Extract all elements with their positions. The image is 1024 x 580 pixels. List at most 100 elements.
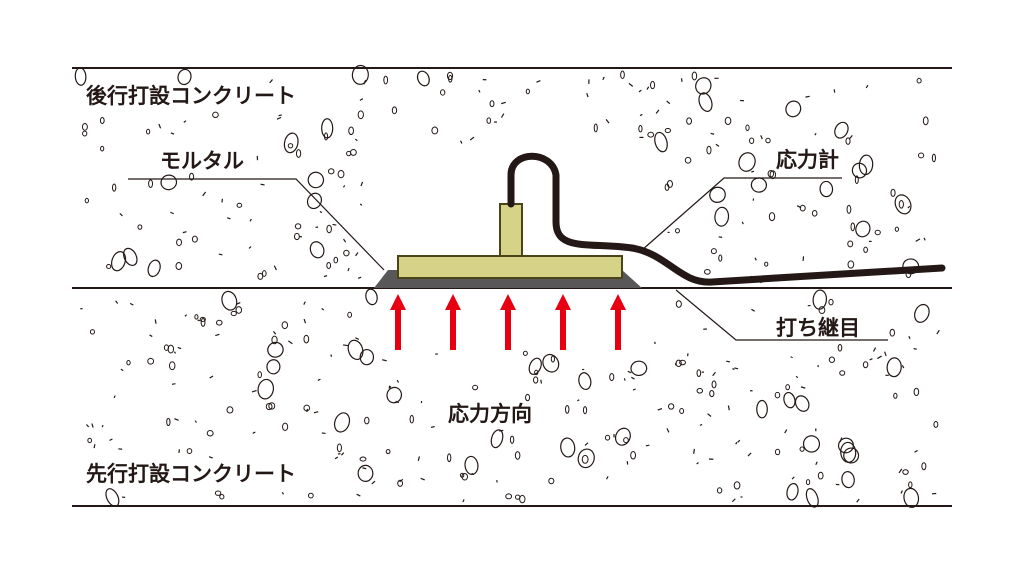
aggregate-pebble — [903, 470, 908, 475]
aggregate-pebble — [838, 345, 842, 352]
aggregate-pebble — [605, 435, 609, 440]
aggregate-pebble — [639, 126, 642, 132]
aggregate-pebble — [725, 117, 731, 124]
stress-arrows — [390, 294, 626, 350]
aggregate-pebble — [386, 450, 390, 454]
aggregate-pebble — [697, 388, 703, 393]
aggregate-pebble — [327, 262, 331, 268]
aggregate-grain — [640, 114, 642, 115]
aggregate-stone — [308, 240, 326, 260]
aggregate-grain — [840, 438, 842, 443]
aggregate-pebble — [295, 224, 300, 229]
aggregate-grain — [801, 387, 805, 388]
aggregate-grain — [219, 254, 223, 255]
aggregate-pebble — [448, 454, 451, 462]
aggregate-pebble — [432, 127, 438, 134]
aggregate-grain — [639, 90, 641, 92]
aggregate-pebble — [917, 78, 921, 83]
aggregate-pebble — [894, 393, 897, 398]
aggregate-grain — [628, 371, 631, 372]
aggregate-grain — [110, 439, 113, 440]
aggregate-pebble — [680, 409, 684, 414]
aggregate-stone — [306, 170, 326, 190]
aggregate-grain — [748, 453, 751, 456]
aggregate-stone — [707, 184, 728, 205]
aggregate-stone — [266, 359, 280, 374]
aggregate-stone — [714, 207, 729, 227]
construction-joint-label: 打ち継目 — [776, 318, 860, 339]
aggregate-grain — [751, 171, 754, 172]
aggregate-grain — [304, 319, 305, 323]
aggregate-grain — [899, 469, 902, 473]
aggregate-grain — [299, 236, 302, 237]
aggregate-grain — [902, 365, 903, 368]
aggregate-grain — [198, 320, 200, 321]
aggregate-grain — [120, 213, 123, 216]
aggregate-pebble — [207, 431, 213, 436]
stress-arrow — [555, 294, 571, 350]
aggregate-stone — [75, 67, 87, 85]
aggregate-grain — [577, 400, 579, 401]
aggregate-grain — [150, 335, 153, 337]
aggregate-grain — [348, 268, 349, 271]
aggregate-grain — [541, 380, 542, 384]
aggregate-stone — [489, 429, 504, 449]
aggregate-pebble — [848, 261, 854, 268]
aggregate-grain — [857, 499, 859, 502]
aggregate-grain — [463, 499, 464, 502]
aggregate-grain — [184, 121, 186, 123]
aggregate-stone — [540, 352, 562, 375]
aggregate-stone — [737, 151, 758, 174]
aggregate-pebble — [168, 345, 173, 353]
aggregate-pebble — [840, 371, 845, 375]
aggregate-stone — [841, 445, 861, 465]
aggregate-stone — [631, 361, 647, 376]
aggregate-pebble — [149, 180, 153, 188]
aggregate-grain — [360, 99, 363, 101]
aggregate-stone — [527, 356, 544, 376]
aggregate-grain — [372, 481, 375, 484]
aggregate-pebble — [195, 315, 198, 320]
aggregate-pebble — [800, 205, 805, 211]
aggregate-grain — [694, 449, 695, 454]
aggregate-pebble — [750, 138, 754, 143]
aggregate-pebble — [304, 335, 309, 343]
aggregate-grain — [277, 117, 281, 119]
aggregate-pebble — [308, 493, 313, 498]
aggregate-pebble — [610, 373, 614, 380]
aggregate-stone — [577, 372, 592, 391]
aggregate-pebble — [668, 404, 673, 409]
aggregate-pebble — [82, 123, 87, 130]
aggregate-grain — [360, 204, 362, 205]
aggregate-pebble — [170, 362, 175, 370]
aggregate-stone — [305, 191, 324, 211]
aggregate-pebble — [338, 171, 344, 178]
aggregate-grain — [322, 308, 324, 310]
aggregate-grain — [261, 184, 265, 185]
aggregate-pebble — [851, 223, 854, 231]
aggregate-grain — [697, 463, 699, 464]
aggregate-pebble — [719, 255, 722, 261]
aggregate-pebble — [875, 230, 880, 234]
aggregate-grain — [195, 421, 196, 423]
aggregate-grain — [726, 361, 730, 362]
aggregate-pebble — [765, 262, 768, 266]
aggregate-pebble — [282, 322, 288, 329]
aggregate-pebble — [520, 495, 525, 502]
aggregate-pebble — [890, 329, 895, 336]
aggregate-pebble — [510, 436, 513, 443]
aggregate-pebble — [769, 213, 774, 221]
stress-arrow — [445, 294, 461, 350]
aggregate-pebble — [334, 257, 338, 263]
aggregate-stone — [364, 288, 378, 306]
lower-concrete-label: 先行打設コンクリート — [86, 464, 296, 485]
aggregate-grain — [901, 491, 902, 494]
aggregate-grain — [815, 133, 816, 135]
aggregate-pebble — [187, 449, 192, 454]
aggregate-pebble — [213, 112, 219, 117]
aggregate-grain — [318, 379, 321, 380]
aggregate-stone — [785, 482, 799, 501]
aggregate-stone — [793, 394, 812, 414]
aggregate-grain — [364, 80, 366, 84]
aggregate-pebble — [216, 320, 222, 325]
